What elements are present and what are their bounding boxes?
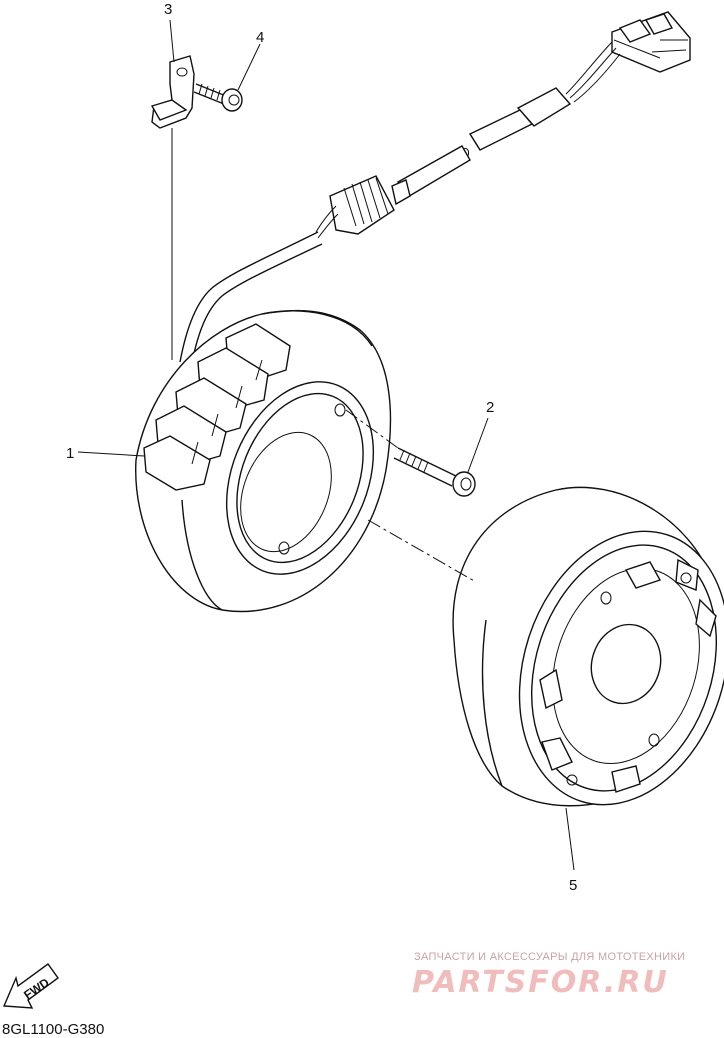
- callout-3: 3: [164, 1, 172, 18]
- callout-2: 2: [486, 399, 494, 416]
- clamp-bracket-icon: [150, 55, 195, 129]
- wire-harness: [179, 11, 691, 363]
- stator-coil-icon: [135, 309, 392, 613]
- watermark-subtitle: ЗАПЧАСТИ И АКСЕССУАРЫ ДЛЯ МОТОТЕХНИКИ: [414, 951, 685, 963]
- diagram-code: 8GL1100-G380: [2, 1021, 104, 1038]
- leader-lines: [77, 19, 575, 871]
- connector-coupler-icon: [611, 11, 691, 73]
- screw-icon: [193, 83, 243, 112]
- callout-4: 4: [256, 29, 264, 46]
- inline-connector-icon: [329, 175, 411, 235]
- watermark-logo: ЗАПЧАСТИ И АКСЕССУАРЫ ДЛЯ МОТОТЕХНИКИ PA…: [412, 951, 685, 1000]
- callout-1: 1: [66, 445, 74, 462]
- rotor-icon: [452, 486, 724, 807]
- fwd-arrow-icon: FWD: [2, 963, 59, 1009]
- bolt-icon: [393, 447, 476, 497]
- callout-5: 5: [569, 877, 577, 894]
- watermark-brand: PARTSFOR.RU: [412, 965, 669, 1000]
